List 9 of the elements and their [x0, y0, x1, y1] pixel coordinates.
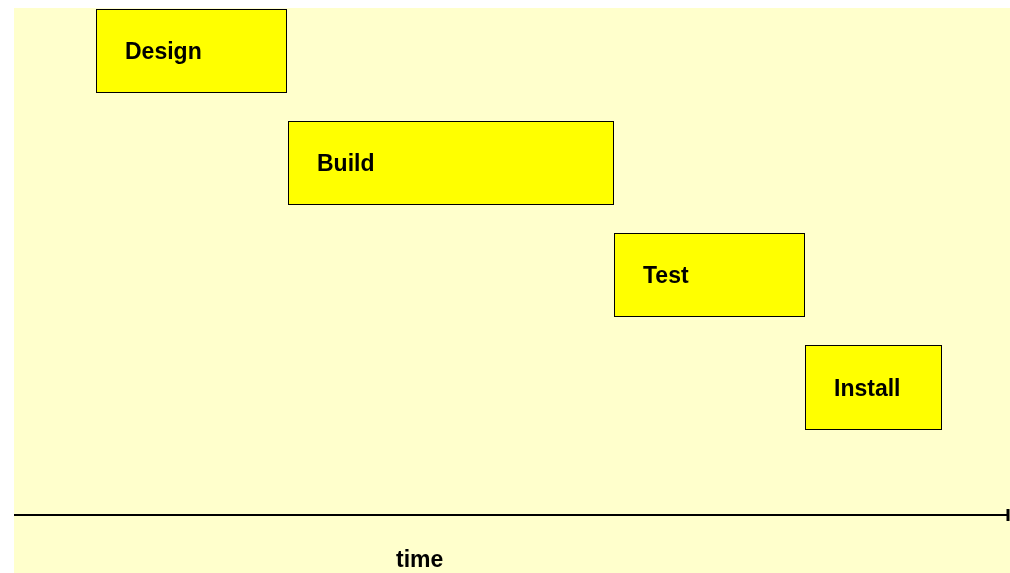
- task-bar: [96, 9, 287, 93]
- task-label: Build: [317, 149, 375, 177]
- task-label: Test: [643, 261, 689, 289]
- task-bar: [805, 345, 942, 430]
- task-label: Design: [125, 37, 202, 65]
- task-label: Install: [834, 374, 901, 401]
- task-bar: [288, 121, 614, 205]
- task-bar: [614, 233, 805, 317]
- axis-label: time: [396, 546, 444, 573]
